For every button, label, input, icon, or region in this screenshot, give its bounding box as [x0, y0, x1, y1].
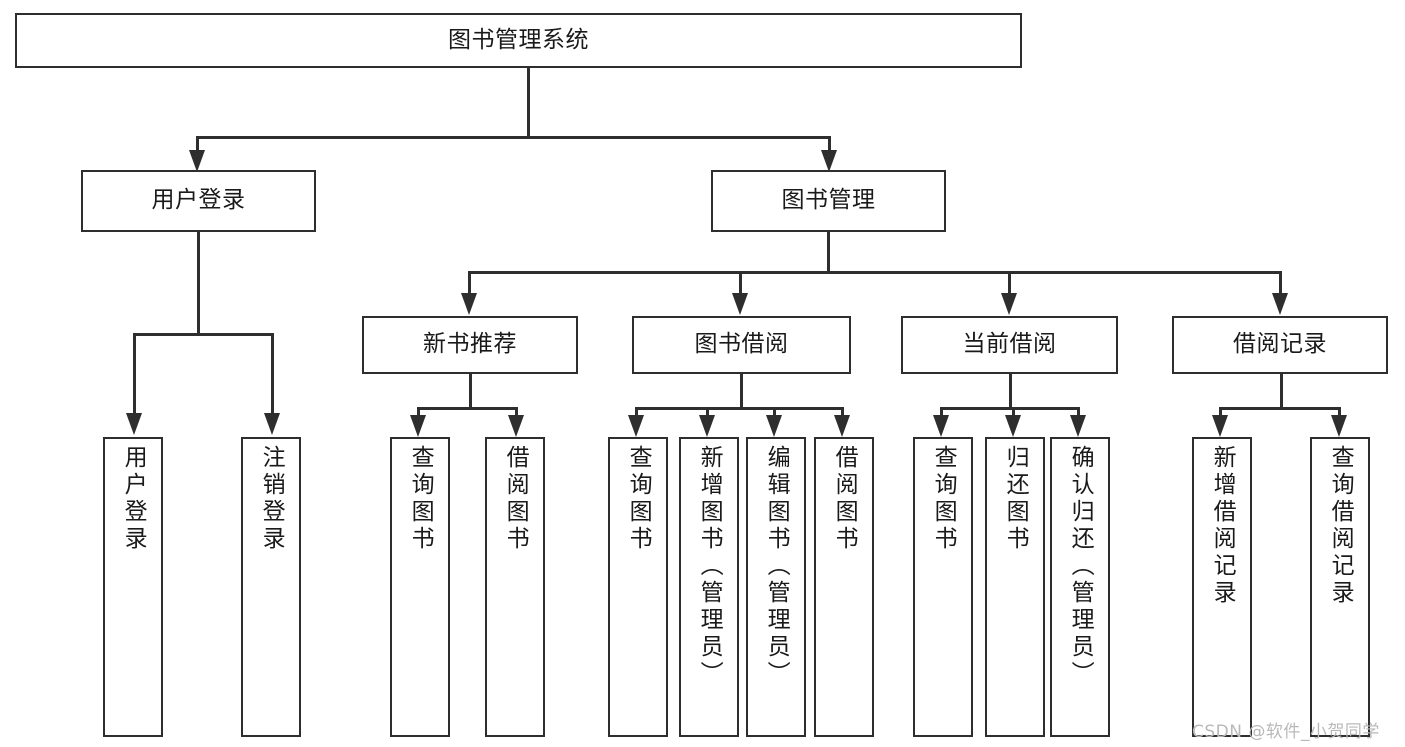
node-label: 图书管理系统 — [448, 26, 589, 53]
arrowhead-leaf-borrow-book-2 — [834, 415, 850, 437]
connector-drop-leaf-edit-book — [773, 407, 776, 417]
node-new-book-recommend[interactable]: 新书推荐 — [362, 316, 578, 374]
node-root-book-management-system[interactable]: 图书管理系统 — [15, 13, 1022, 68]
node-user-login[interactable]: 用户登录 — [81, 170, 316, 232]
node-leaf-confirm-return-admin[interactable]: 确认归还（管理员） — [1050, 437, 1110, 737]
node-current-borrow[interactable]: 当前借阅 — [901, 316, 1118, 374]
connector-drop-book-borrow — [739, 271, 742, 295]
node-label: 借阅图书 — [502, 445, 529, 553]
node-label: 查询借阅记录 — [1327, 445, 1354, 607]
arrowhead-leaf-add-book — [699, 415, 715, 437]
node-leaf-add-book-admin[interactable]: 新增图书（管理员） — [679, 437, 739, 737]
node-leaf-user-login[interactable]: 用户登录 — [103, 437, 163, 737]
connector-drop-borrow-record — [1279, 271, 1282, 295]
connector-drop-leaf-query-record — [1338, 407, 1341, 417]
connector-new-book-rec-stem — [469, 374, 472, 409]
connector-drop-leaf-confirm-return — [1077, 407, 1080, 417]
arrowhead-leaf-query-record — [1331, 415, 1347, 437]
node-leaf-query-book-recommend[interactable]: 查询图书 — [390, 437, 450, 737]
node-leaf-query-book-current[interactable]: 查询图书 — [913, 437, 973, 737]
connector-drop-user-login — [196, 136, 199, 152]
node-label: 查询图书 — [930, 445, 957, 553]
node-label: 图书借阅 — [694, 331, 789, 358]
arrowhead-borrow-record — [1272, 293, 1288, 315]
node-book-borrow[interactable]: 图书借阅 — [632, 316, 851, 374]
arrowhead-leaf-add-record — [1212, 415, 1228, 437]
arrowhead-leaf-edit-book — [766, 415, 782, 437]
connector-level2-bus — [196, 136, 831, 139]
node-leaf-edit-book-admin[interactable]: 编辑图书（管理员） — [746, 437, 806, 737]
arrowhead-leaf-confirm-return — [1070, 415, 1086, 437]
node-leaf-borrow-book-recommend[interactable]: 借阅图书 — [485, 437, 545, 737]
connector-drop-leaf-borrow-book-1 — [515, 407, 518, 417]
connector-drop-leaf-query-book-1 — [417, 407, 420, 417]
node-label: 注销登录 — [258, 445, 285, 553]
node-label: 确认归还（管理员） — [1067, 445, 1094, 688]
connector-user-login-stem — [197, 232, 200, 335]
connector-borrow-record-stem — [1280, 374, 1283, 409]
connector-book-borrow-bus — [635, 407, 844, 410]
node-leaf-user-logout[interactable]: 注销登录 — [241, 437, 301, 737]
node-label: 新书推荐 — [423, 331, 517, 358]
connector-drop-new-book-rec — [468, 271, 471, 295]
connector-current-borrow-stem — [1009, 374, 1012, 409]
node-leaf-query-borrow-record[interactable]: 查询借阅记录 — [1310, 437, 1370, 737]
arrowhead-book-borrow — [732, 293, 748, 315]
node-label: 新增借阅记录 — [1209, 445, 1236, 607]
arrowhead-leaf-borrow-book-1 — [508, 415, 524, 437]
connector-drop-current-borrow — [1008, 271, 1011, 295]
node-leaf-query-book-borrow[interactable]: 查询图书 — [608, 437, 668, 737]
node-label: 用户登录 — [151, 187, 246, 214]
connector-drop-book-manage — [828, 136, 831, 152]
node-label: 新增图书（管理员） — [696, 445, 723, 688]
connector-drop-leaf-add-book — [706, 407, 709, 417]
connector-drop-leaf-user-login — [133, 333, 136, 415]
connector-new-book-rec-bus — [417, 407, 518, 410]
node-label: 当前借阅 — [962, 331, 1057, 358]
node-leaf-return-book[interactable]: 归还图书 — [985, 437, 1045, 737]
node-label: 归还图书 — [1002, 445, 1029, 553]
node-label: 用户登录 — [120, 445, 147, 553]
arrowhead-leaf-user-logout — [264, 413, 280, 435]
connector-user-login-bus — [133, 333, 274, 336]
node-book-management[interactable]: 图书管理 — [711, 170, 946, 232]
connector-drop-leaf-return-book — [1012, 407, 1015, 417]
arrowhead-leaf-query-book-2 — [628, 415, 644, 437]
node-borrow-record[interactable]: 借阅记录 — [1172, 316, 1388, 374]
arrowhead-current-borrow — [1001, 293, 1017, 315]
arrowhead-leaf-query-book-3 — [933, 415, 949, 437]
connector-drop-leaf-add-record — [1219, 407, 1222, 417]
connector-drop-leaf-query-book-2 — [635, 407, 638, 417]
node-leaf-add-borrow-record[interactable]: 新增借阅记录 — [1192, 437, 1252, 737]
arrowhead-leaf-query-book-1 — [410, 415, 426, 437]
arrowhead-new-book-rec — [461, 293, 477, 315]
connector-book-manage-stem — [827, 232, 830, 274]
connector-drop-leaf-user-logout — [271, 333, 274, 415]
arrowhead-book-manage — [821, 150, 837, 172]
arrowhead-leaf-user-login — [126, 413, 142, 435]
connector-drop-leaf-borrow-book-2 — [841, 407, 844, 417]
arrowhead-leaf-return-book — [1005, 415, 1021, 437]
node-label: 查询图书 — [625, 445, 652, 553]
connector-level3-bus — [468, 271, 1280, 274]
connector-borrow-record-bus — [1219, 407, 1341, 410]
node-label: 借阅图书 — [831, 445, 858, 553]
node-label: 借阅记录 — [1233, 331, 1327, 358]
node-label: 编辑图书（管理员） — [763, 445, 790, 688]
connector-current-borrow-bus — [940, 407, 1077, 410]
node-label: 查询图书 — [407, 445, 434, 553]
connector-root-stem — [527, 68, 530, 138]
connector-drop-leaf-query-book-3 — [940, 407, 943, 417]
node-label: 图书管理 — [781, 187, 876, 214]
arrowhead-user-login — [189, 150, 205, 172]
node-leaf-borrow-book[interactable]: 借阅图书 — [814, 437, 874, 737]
connector-book-borrow-stem — [740, 374, 743, 409]
